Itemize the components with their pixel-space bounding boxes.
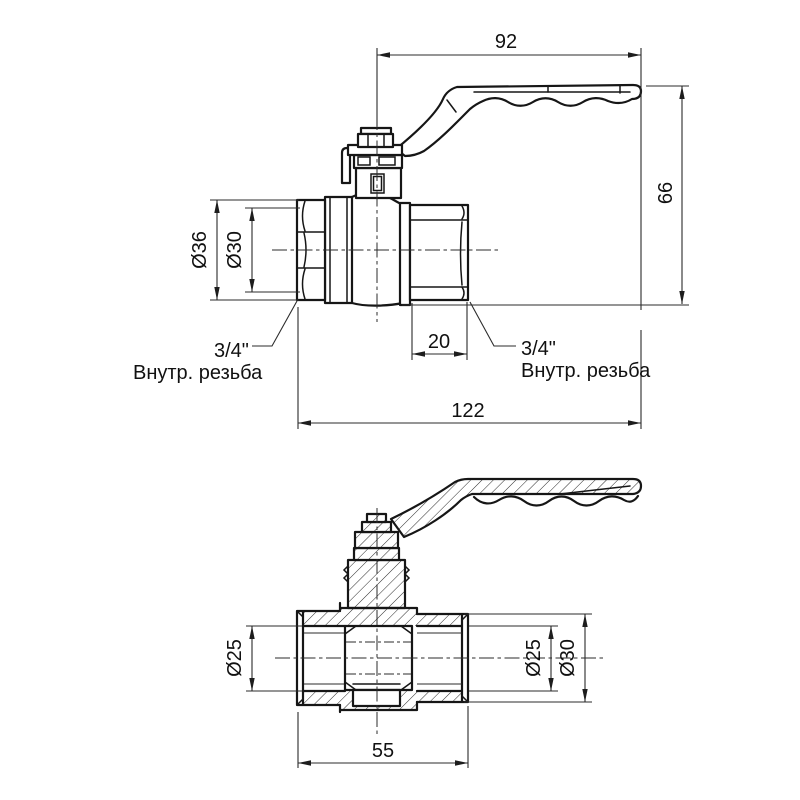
dimensions-side-view: 92 66 Ø36 Ø30 20 122: [133, 31, 689, 429]
leader-right-thread: [469, 301, 516, 347]
left-port-outline: [295, 609, 342, 707]
dim-122-arrow-right: [628, 420, 641, 426]
dim-66-arrow-top: [679, 86, 685, 99]
chamber-hidden-lines: [346, 641, 411, 675]
end-face-chamfers: [296, 610, 469, 706]
dim-d36-arrow-bottom: [214, 287, 220, 300]
dim-d25R-arrow-bottom: [548, 678, 554, 691]
dim-d25L-arrow-top: [249, 626, 255, 639]
label-right-thread-type: Внутр. резьба: [521, 360, 651, 382]
dim-92-arrow-right: [628, 52, 641, 58]
dim-122-lines: [297, 307, 642, 429]
dim-d25L-text: Ø25: [224, 639, 246, 677]
stem-bonnet: [340, 126, 404, 200]
dim-92-text: 92: [495, 31, 517, 53]
right-port-outline: [415, 612, 470, 704]
left-hex-facets: [296, 231, 326, 269]
right-flange: [398, 201, 412, 307]
dim-20-arrow-left: [412, 351, 425, 357]
handle-lever: [394, 83, 643, 158]
wall-mid-top: [340, 608, 417, 626]
packing-detail-left: [357, 156, 371, 166]
bore-lines: [301, 624, 464, 693]
handle-outline: [394, 83, 643, 158]
dim-d30R-arrow-top: [582, 614, 588, 627]
thread-root-lines: [304, 632, 462, 685]
section-handle: [389, 477, 643, 539]
handle-grip-ticks: [547, 85, 621, 94]
section-handle-grip-wave: [472, 494, 640, 507]
dim-d30-lines: [245, 207, 300, 293]
wall-left-top: [303, 611, 340, 626]
dim-92-lines: [376, 48, 642, 310]
wall-right-top: [417, 614, 462, 626]
dim-d25L-arrow-bottom: [249, 678, 255, 691]
dim-d30-text: Ø30: [224, 231, 246, 269]
dim-d36-arrow-top: [214, 200, 220, 213]
right-hex-facets: [409, 219, 469, 288]
packing-detail-right: [378, 156, 396, 166]
label-left-thread-size: 3/4": [214, 340, 249, 362]
dim-d25R-text: Ø25: [523, 639, 545, 677]
dim-122-text: 122: [451, 400, 484, 422]
dim-92-arrow-left: [377, 52, 390, 58]
dim-55-lines: [297, 706, 469, 768]
dim-d36-lines: [210, 199, 299, 301]
section-handle-outline: [389, 477, 643, 539]
section-handle-fold-line: [559, 485, 631, 495]
right-hex-nut: [408, 203, 470, 302]
dim-55-text: 55: [372, 740, 394, 762]
ball-seats: [344, 625, 413, 691]
dim-d25R-arrow-top: [548, 626, 554, 639]
stem-nut: [356, 132, 395, 149]
dim-55-arrow-right: [455, 760, 468, 766]
dim-122-arrow-left: [298, 420, 311, 426]
label-left-thread-type: Внутр. резьба: [133, 362, 263, 384]
dimensions-section-view: Ø25 Ø25 Ø30 55: [224, 613, 592, 768]
dim-55-arrow-left: [298, 760, 311, 766]
handle-bend-line: [446, 99, 457, 113]
dim-66-text: 66: [655, 182, 677, 204]
label-right-thread-size: 3/4": [521, 338, 556, 360]
dim-66-lines: [402, 85, 689, 306]
right-hex-chamfer: [459, 205, 465, 300]
dim-66-arrow-bottom: [679, 291, 685, 304]
mid-housing-outline: [338, 601, 419, 714]
wall-left-bottom: [303, 691, 340, 705]
leader-left-thread: [252, 300, 298, 347]
dim-d30R-arrow-bottom: [582, 689, 588, 702]
wall-right-bottom: [417, 691, 462, 702]
gland-thread-left: [342, 565, 350, 583]
dim-d30-arrow-top: [249, 208, 255, 221]
dim-20-text: 20: [428, 331, 450, 353]
dim-d36-text: Ø36: [189, 231, 211, 269]
stem-nut-facets: [367, 133, 385, 148]
gland-thread-right: [403, 565, 411, 583]
dim-20-arrow-right: [454, 351, 467, 357]
dim-d30R-text: Ø30: [557, 639, 579, 677]
side-view: 92 66 Ø36 Ø30 20 122: [133, 31, 689, 429]
dim-d30-arrow-bottom: [249, 279, 255, 292]
section-view: Ø25 Ø25 Ø30 55: [224, 477, 643, 768]
dim-d30R-lines: [464, 613, 592, 703]
